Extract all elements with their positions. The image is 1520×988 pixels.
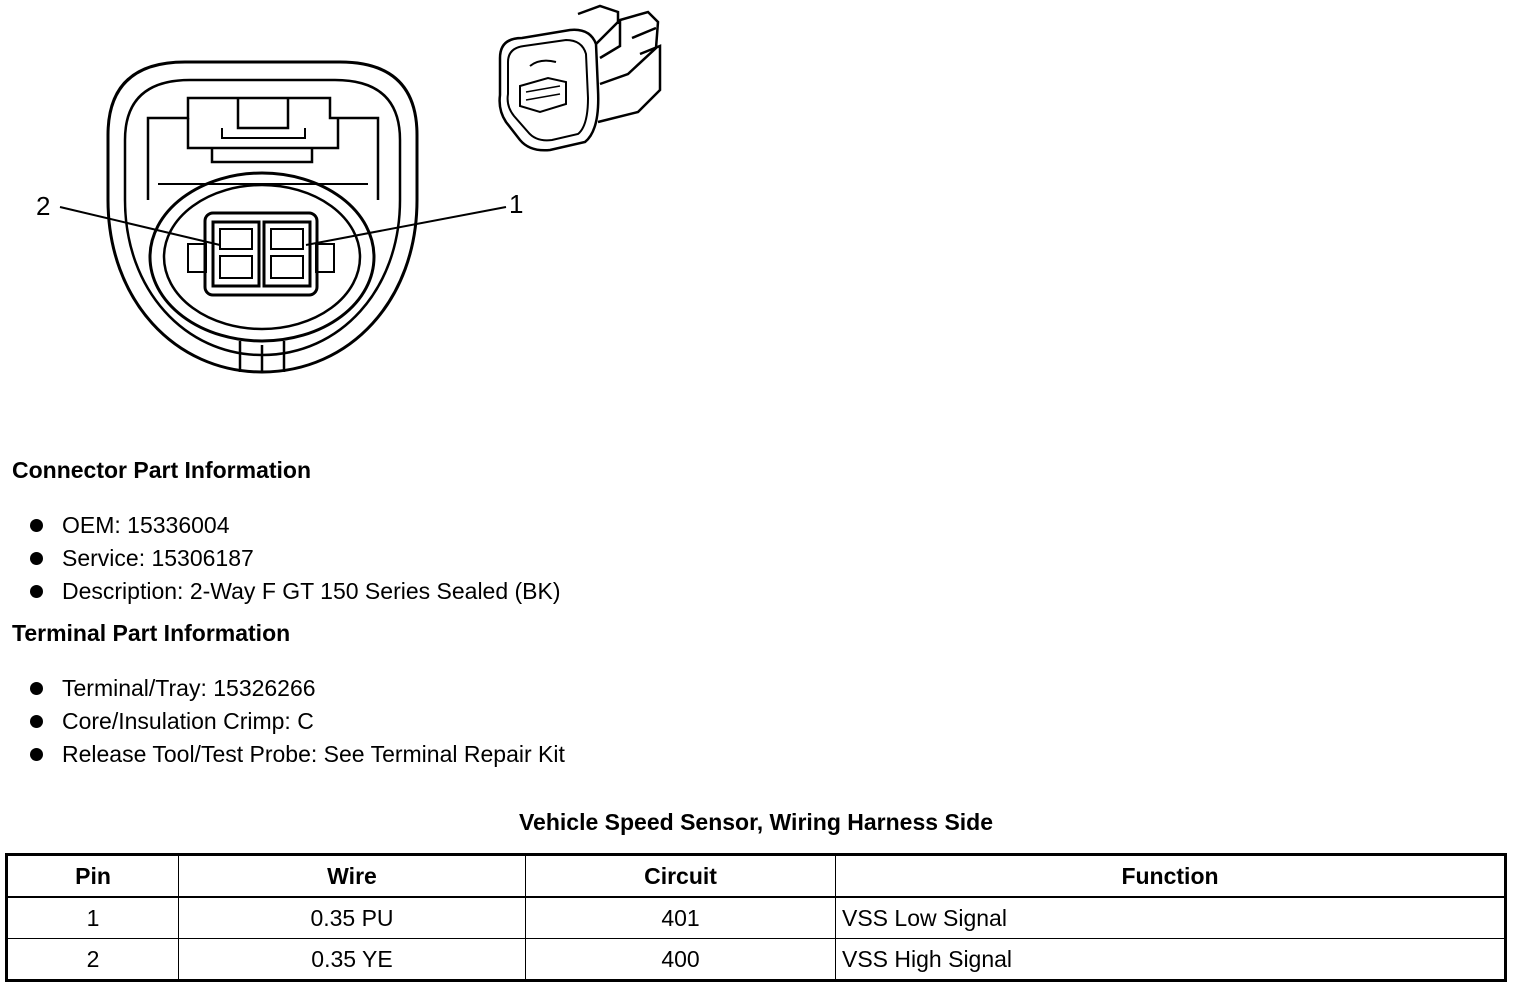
pin-label-1: 1 [509, 189, 523, 219]
connector-part-info-heading: Connector Part Information [12, 457, 312, 483]
cell-circuit: 400 [525, 938, 836, 981]
list-item: Core/Insulation Crimp: C [30, 705, 565, 738]
bullet-icon [30, 552, 43, 565]
column-header-wire: Wire [178, 854, 526, 898]
list-item-text: Core/Insulation Crimp: C [62, 708, 314, 734]
list-item-text: Service: 15306187 [62, 545, 254, 571]
list-item: OEM: 15336004 [30, 509, 561, 542]
connector-diagram: 2 1 [36, 4, 662, 374]
connector-part-info-list: OEM: 15336004 Service: 15306187 Descript… [30, 509, 561, 608]
column-header-function: Function [835, 854, 1506, 898]
list-item-text: Terminal/Tray: 15326266 [62, 675, 316, 701]
column-header-pin: Pin [6, 854, 179, 898]
pin-label-2: 2 [36, 191, 50, 221]
connector-3d-view [498, 4, 662, 152]
list-item-text: OEM: 15336004 [62, 512, 230, 538]
table-header-row: Pin Wire Circuit Function [6, 854, 1506, 898]
terminal-part-info-heading: Terminal Part Information [12, 620, 291, 646]
list-item: Terminal/Tray: 15326266 [30, 672, 565, 705]
cell-wire: 0.35 PU [178, 896, 526, 939]
bullet-icon [30, 585, 43, 598]
list-item: Release Tool/Test Probe: See Terminal Re… [30, 738, 565, 771]
cell-pin: 2 [6, 938, 179, 981]
list-item-text: Release Tool/Test Probe: See Terminal Re… [62, 741, 565, 767]
bullet-icon [30, 519, 43, 532]
bullet-icon [30, 748, 43, 761]
cell-function: VSS High Signal [835, 938, 1506, 981]
column-header-circuit: Circuit [525, 854, 836, 898]
bullet-icon [30, 715, 43, 728]
list-item: Description: 2-Way F GT 150 Series Seale… [30, 575, 561, 608]
table-row: 2 0.35 YE 400 VSS High Signal [6, 938, 1506, 981]
table-caption: Vehicle Speed Sensor, Wiring Harness Sid… [518, 809, 994, 835]
list-item: Service: 15306187 [30, 542, 561, 575]
list-item-text: Description: 2-Way F GT 150 Series Seale… [62, 578, 561, 604]
cell-circuit: 401 [525, 896, 836, 939]
cell-function: VSS Low Signal [835, 896, 1506, 939]
bullet-icon [30, 682, 43, 695]
terminal-part-info-list: Terminal/Tray: 15326266 Core/Insulation … [30, 672, 565, 771]
cell-pin: 1 [6, 896, 179, 939]
table-row: 1 0.35 PU 401 VSS Low Signal [6, 896, 1506, 939]
pinout-table: Pin Wire Circuit Function 1 0.35 PU 401 … [5, 853, 1507, 982]
cell-wire: 0.35 YE [178, 938, 526, 981]
